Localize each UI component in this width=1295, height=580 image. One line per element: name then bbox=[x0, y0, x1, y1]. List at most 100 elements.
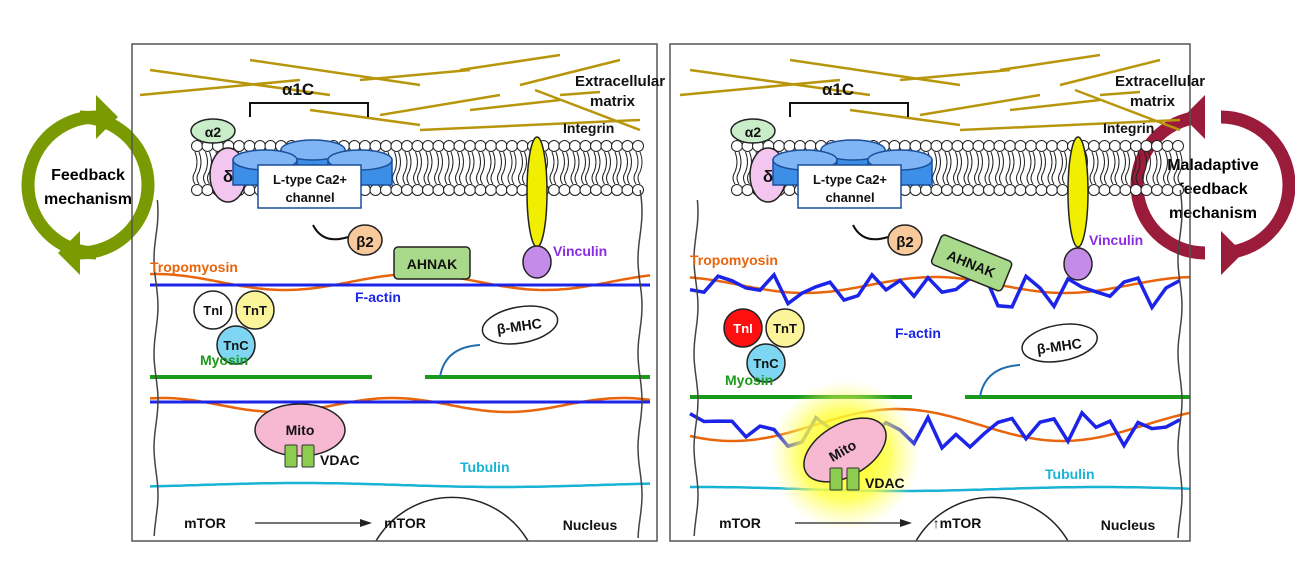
lipid-head bbox=[611, 184, 623, 196]
arrowhead-icon bbox=[900, 519, 912, 527]
lipid-head bbox=[516, 140, 529, 152]
lipid-head bbox=[453, 140, 466, 152]
beta2-subunit bbox=[347, 224, 383, 256]
lipid-head bbox=[1140, 184, 1153, 196]
nucleus bbox=[375, 496, 529, 541]
lipid-tail bbox=[1026, 151, 1036, 185]
lipid-head bbox=[495, 184, 508, 196]
lipid-head bbox=[909, 140, 922, 152]
ecm-fiber bbox=[1074, 88, 1181, 132]
lipid-tail bbox=[1058, 151, 1067, 185]
lipid-head bbox=[243, 140, 256, 152]
lipid-head bbox=[1161, 184, 1174, 196]
ecm-fiber bbox=[679, 78, 841, 97]
nucleus bbox=[915, 496, 1069, 541]
ecm-fiber bbox=[1099, 90, 1141, 97]
lipid-tail bbox=[995, 151, 1004, 185]
ahnak: AHNAK bbox=[393, 246, 471, 280]
lipid-head bbox=[600, 140, 613, 152]
lipid-tail bbox=[984, 151, 994, 185]
lipid-tail bbox=[1037, 151, 1046, 185]
ecm-fiber bbox=[919, 93, 1041, 117]
lipid-tail bbox=[476, 151, 485, 185]
lipid-head bbox=[569, 184, 581, 196]
lipid-head bbox=[1025, 140, 1037, 152]
panel-border bbox=[669, 43, 1191, 542]
lipid-head bbox=[443, 140, 455, 152]
lipid-head bbox=[1035, 140, 1048, 152]
alpha1c-bracket bbox=[789, 102, 909, 117]
lipid-head bbox=[579, 184, 592, 196]
lipid-tail bbox=[392, 151, 401, 185]
lipid-tail bbox=[423, 151, 433, 185]
channel-linker bbox=[312, 224, 349, 241]
lipid-tail bbox=[549, 151, 559, 185]
ecm-label: Extracellular bbox=[575, 73, 665, 90]
lipid-head bbox=[930, 184, 943, 196]
vdac-label: VDAC bbox=[865, 475, 905, 491]
lipid-tail bbox=[465, 151, 475, 185]
lipid-head bbox=[993, 140, 1006, 152]
maladaptive-label: feedback bbox=[1178, 181, 1247, 198]
lipid-head bbox=[1088, 140, 1100, 152]
lipid-tail bbox=[1163, 151, 1172, 185]
alpha2-label: α2 bbox=[745, 124, 762, 140]
lipid-head bbox=[390, 140, 403, 152]
lipid-tail bbox=[444, 151, 454, 185]
lipid-head bbox=[506, 184, 518, 196]
tropomyosin-label: Tropomyosin bbox=[690, 252, 778, 268]
lipid-head bbox=[1056, 184, 1069, 196]
ecm-fiber bbox=[959, 118, 1181, 132]
lipid-tail bbox=[486, 151, 496, 185]
ecm-fiber bbox=[469, 98, 561, 112]
ecm-fiber bbox=[999, 53, 1101, 72]
lipid-head bbox=[632, 184, 644, 196]
lipid-tail bbox=[413, 151, 422, 185]
lipid-head bbox=[474, 184, 487, 196]
vdac-channel bbox=[284, 444, 298, 468]
channel-cylinder-top bbox=[280, 139, 346, 161]
ecm-label: Extracellular bbox=[1115, 73, 1205, 90]
tnt-label: TnT bbox=[773, 321, 797, 336]
lipid-head bbox=[1014, 184, 1027, 196]
tubulin-filament bbox=[149, 481, 651, 489]
lipid-tail bbox=[633, 151, 643, 185]
ecm-label: matrix bbox=[590, 93, 636, 110]
vdac-label: VDAC bbox=[320, 452, 360, 468]
lipid-head bbox=[941, 140, 953, 152]
beta2-label: β2 bbox=[356, 234, 374, 251]
arrowhead-icon bbox=[96, 95, 118, 139]
lipid-head bbox=[401, 140, 413, 152]
lipid-head bbox=[1109, 140, 1121, 152]
lipid-tail bbox=[1047, 151, 1057, 185]
lipid-tail bbox=[192, 151, 202, 185]
alpha1c-bracket bbox=[249, 102, 369, 117]
lipid-head bbox=[1172, 184, 1184, 196]
lipid-head bbox=[951, 184, 964, 196]
lipid-head bbox=[1172, 140, 1184, 152]
lipid-tail bbox=[1142, 151, 1151, 185]
lipid-head bbox=[495, 140, 508, 152]
lipid-tail bbox=[507, 151, 517, 185]
lipid-head bbox=[432, 184, 445, 196]
lipid-head bbox=[783, 140, 796, 152]
lipid-head bbox=[1014, 140, 1027, 152]
ecm-fiber bbox=[519, 58, 621, 87]
cell-boundary bbox=[637, 189, 643, 539]
integrin-label: Integrin bbox=[1103, 120, 1154, 136]
vinculin bbox=[522, 245, 552, 279]
lipid-head bbox=[600, 184, 613, 196]
lipid-head bbox=[611, 140, 623, 152]
lipid-tail bbox=[570, 151, 580, 185]
ahnak: AHNAK bbox=[930, 234, 1013, 292]
tubulin-label: Tubulin bbox=[1045, 466, 1095, 482]
tubulin-filament bbox=[690, 485, 1190, 493]
tnc-label: TnC bbox=[753, 356, 779, 371]
lipid-head bbox=[962, 184, 974, 196]
lipid-tail bbox=[1100, 151, 1109, 185]
l-type-calcium-channel: L-type Ca2+channel bbox=[772, 139, 933, 209]
lipid-head bbox=[731, 184, 743, 196]
f-actin-label: F-actin bbox=[895, 325, 941, 341]
lipid-head bbox=[579, 140, 592, 152]
